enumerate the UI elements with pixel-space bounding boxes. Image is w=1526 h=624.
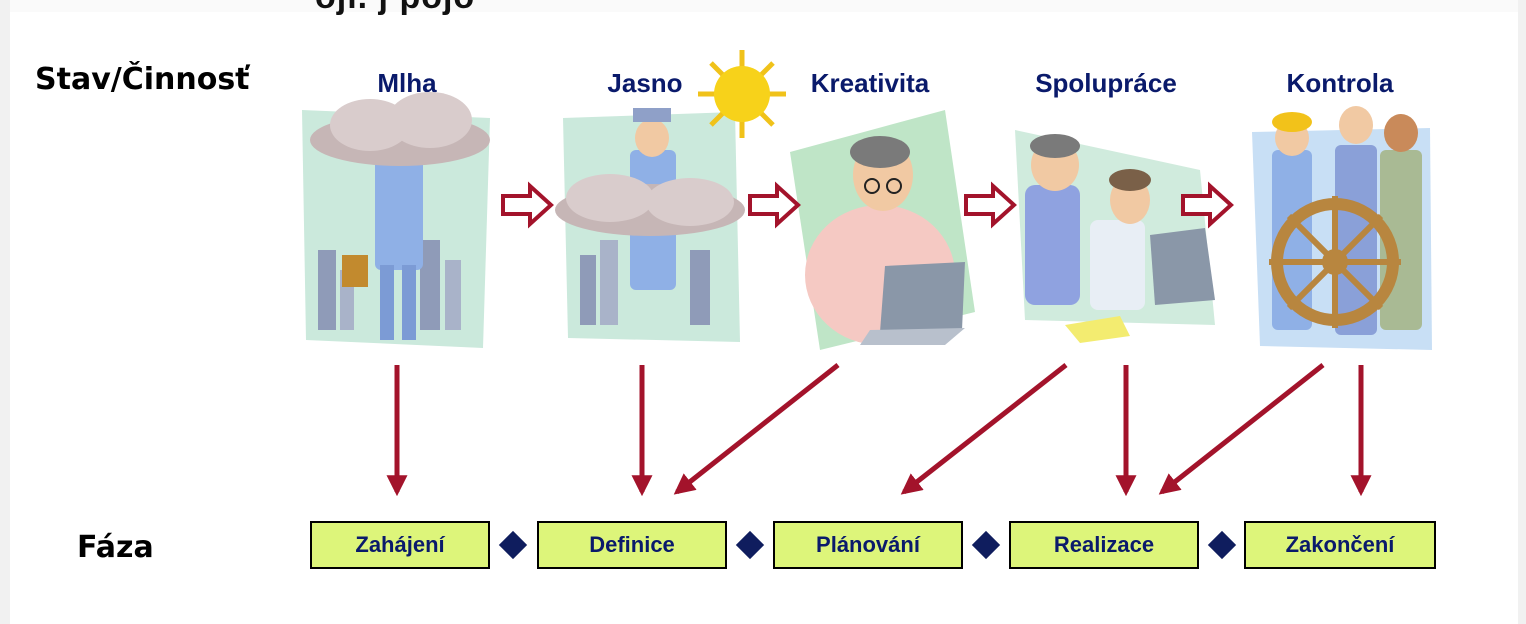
connector-kontrola-realizace [1158, 363, 1325, 495]
state-title-jasno: Jasno [607, 68, 683, 98]
person-at-laptop-icon [790, 110, 975, 350]
phase-box-realizace: Realizace [1009, 521, 1199, 569]
top-strip [0, 0, 1526, 12]
phase-box-planovani: Plánování [773, 521, 963, 569]
cropped-title: ojí. j pojo [315, 0, 475, 17]
phase-box-zahajeni: Zahájení [310, 521, 490, 569]
flow-arrow-1 [501, 181, 554, 229]
state-activity-label: Stav/Činnosť [35, 62, 250, 97]
state-title-kreativita: Kreativita [810, 68, 930, 98]
phase-box-definice: Definice [537, 521, 727, 569]
state-title-spoluprace: Spolupráce [1035, 68, 1177, 98]
flow-arrow-2 [748, 181, 801, 229]
team-at-ship-wheel-icon [1252, 106, 1432, 350]
phase-box-zakonceni: Zakončení [1244, 521, 1436, 569]
right-edge [1518, 0, 1526, 624]
cloud-head-businessman-icon [302, 92, 490, 348]
flow-arrow-4 [1181, 181, 1234, 229]
phase-label: Fáza [77, 530, 154, 565]
left-edge [0, 0, 10, 624]
flow-arrow-3 [964, 181, 1017, 229]
connector-spoluprace-planovani [900, 363, 1068, 495]
businessman-above-clouds-sun-icon [555, 50, 786, 342]
two-people-at-computer-icon [1015, 130, 1215, 343]
connector-kreativita-definice [673, 363, 840, 495]
state-title-kontrola: Kontrola [1286, 68, 1394, 98]
